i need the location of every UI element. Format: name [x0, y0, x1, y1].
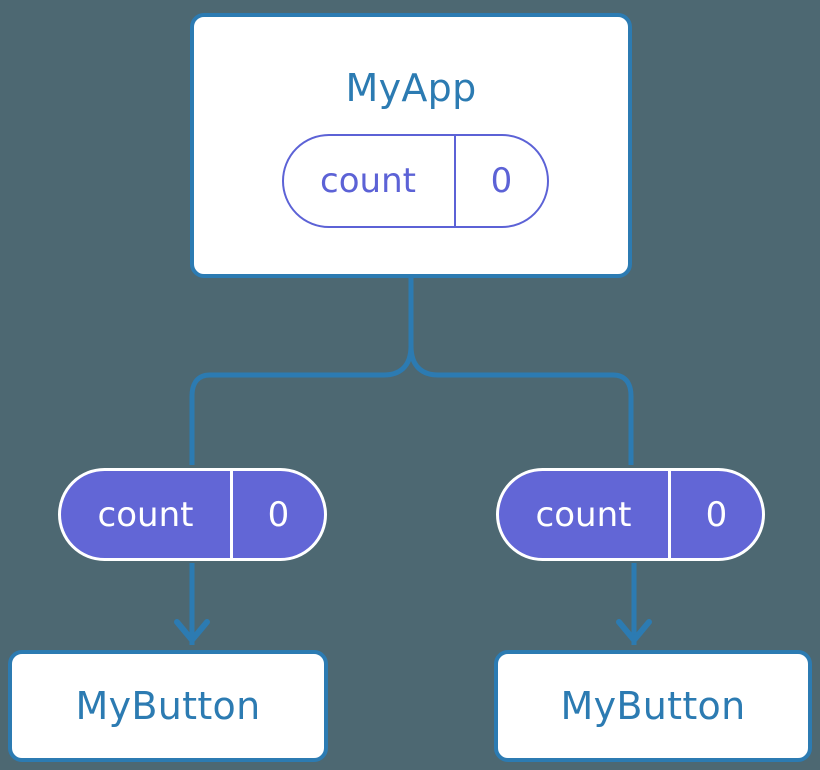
component-node-mybutton-left[interactable]: MyButton: [8, 650, 328, 762]
prop-pill-left[interactable]: count 0: [58, 468, 327, 561]
component-title-mybutton-right: MyButton: [560, 684, 746, 728]
prop-pill-left-value: 0: [267, 494, 290, 535]
arrowhead-left-icon: [174, 619, 210, 643]
prop-pill-right-value: 0: [705, 494, 728, 535]
state-pill-value: 0: [490, 161, 513, 201]
connector-branch-right: [408, 345, 634, 465]
prop-pill-right-key: count: [499, 471, 671, 558]
state-pill-count[interactable]: count 0: [282, 134, 549, 228]
component-node-mybutton-right[interactable]: MyButton: [494, 650, 812, 762]
connector-branch-left: [189, 345, 414, 465]
prop-pill-left-key: count: [61, 471, 233, 558]
state-pill-key: count: [284, 136, 456, 226]
component-title-myapp: MyApp: [345, 66, 477, 110]
prop-pill-right[interactable]: count 0: [496, 468, 765, 561]
arrowhead-right-icon: [616, 619, 652, 643]
component-title-mybutton-left: MyButton: [75, 684, 261, 728]
component-node-myapp[interactable]: MyApp count 0: [190, 13, 632, 278]
